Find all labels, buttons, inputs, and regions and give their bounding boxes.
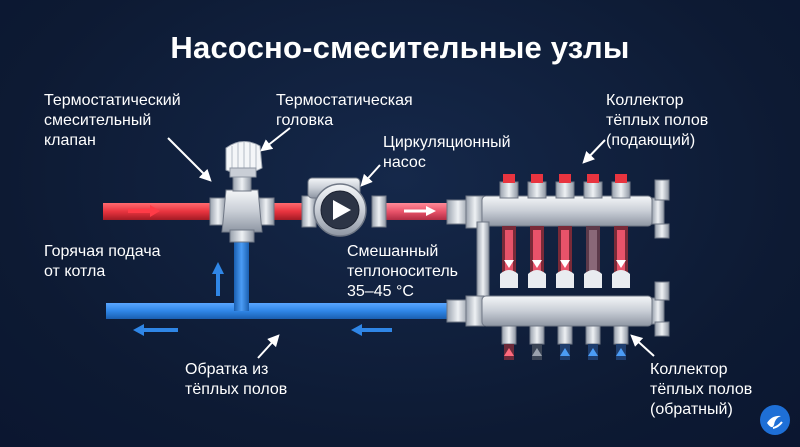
water-drop-logo: [760, 405, 790, 435]
return-manifold-leader-arrow: [630, 334, 655, 357]
pump-leader-arrow: [360, 164, 381, 187]
head-leader-arrow: [260, 127, 291, 152]
flow-meters: [500, 226, 630, 288]
valve-leader-arrow: [167, 137, 212, 182]
play-triangle-icon: [333, 200, 351, 220]
label-thermostatic-head: Термостатическая головка: [276, 92, 413, 129]
return-outlets: [501, 325, 629, 360]
return-leader-arrow: [257, 334, 280, 359]
hot-flow-arrow: [128, 205, 160, 217]
label-mixed-coolant: Смешанный теплоноситель 35–45 °C: [347, 243, 458, 300]
page-title: Насосно-смесительные узлы: [170, 30, 630, 65]
circulation-pump: [301, 177, 387, 237]
mixing-valve: [209, 174, 275, 243]
supply-valve-caps: [499, 174, 631, 199]
bypass-pipe: [234, 235, 249, 311]
thermostatic-head: [225, 141, 263, 178]
return-flow-arrow-right: [351, 324, 392, 336]
supply-manifold-leader-arrow: [582, 139, 606, 164]
hot-supply-pipe: [103, 203, 218, 220]
mixed-flow-arrow: [404, 206, 436, 216]
supply-manifold: [446, 179, 670, 307]
label-hot-supply: Горячая подача от котла: [44, 243, 161, 280]
return-pipe: [106, 303, 451, 319]
bypass-flow-arrow-up: [212, 262, 224, 296]
label-mixing-valve: Термостатический смесительный клапан: [44, 92, 181, 149]
label-return-manifold: Коллектор тёплых полов (обратный): [650, 361, 753, 418]
label-supply-manifold: Коллектор тёплых полов (подающий): [606, 92, 709, 149]
label-circulation-pump: Циркуляционный насос: [383, 134, 511, 171]
return-manifold: [446, 281, 670, 337]
return-flow-arrow-left: [133, 324, 178, 336]
label-return-from-floor: Обратка из тёплых полов: [185, 361, 288, 398]
